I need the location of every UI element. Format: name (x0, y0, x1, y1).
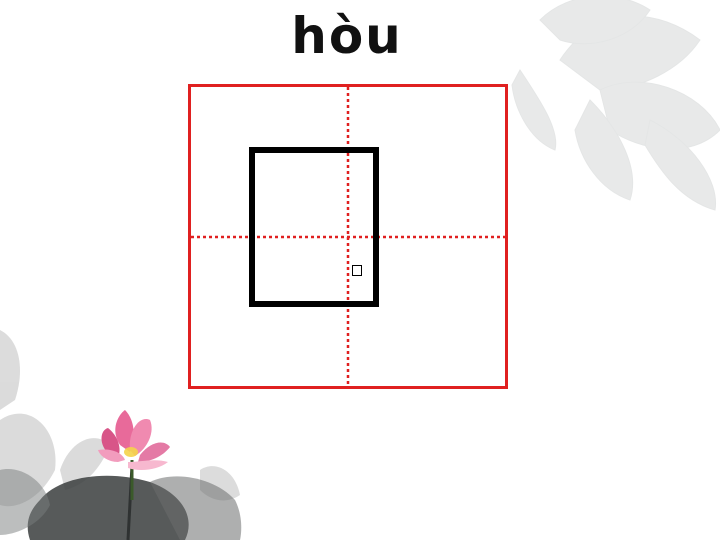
lotus-flower-icon (98, 410, 170, 500)
lotus-watermark-icon (511, 0, 720, 211)
glyph-placeholder-mark (352, 265, 362, 276)
character-grid (188, 84, 508, 389)
lotus-leaf-icon (0, 464, 242, 540)
character-glyph (249, 147, 379, 307)
pinyin-title: hòu (291, 7, 403, 65)
grid-border (188, 84, 508, 389)
